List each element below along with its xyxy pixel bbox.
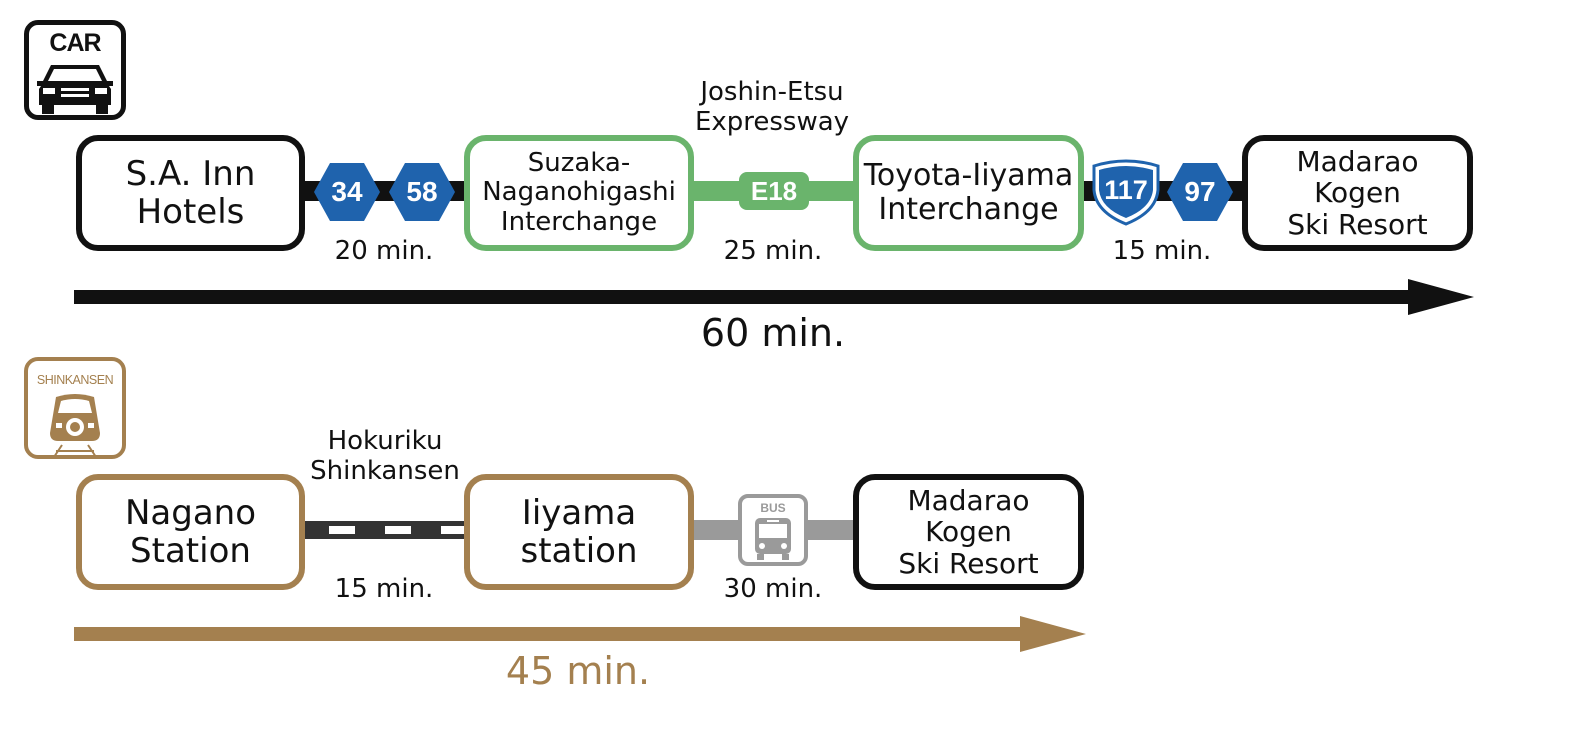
shinkansen-icon-badge: SHINKANSEN [24, 357, 126, 459]
car-time-1: 20 min. [334, 236, 434, 266]
shinkansen-total-arrow [74, 616, 1086, 652]
interchange-box-suzaka: Suzaka- Naganohigashi Interchange [464, 135, 694, 251]
start-box-sa-inn-hotels: S.A. Inn Hotels [76, 135, 305, 251]
route-shield-117-label: 117 [1104, 174, 1148, 205]
route-badge-97-label: 97 [1184, 176, 1216, 207]
destination-box-madarao-shinkansen: Madarao Kogen Ski Resort [853, 474, 1084, 590]
car-icon-badge: CAR [24, 20, 126, 120]
car-icon-label: CAR [49, 29, 101, 57]
bus-icon [755, 518, 791, 560]
start-box-nagano-station: Nagano Station [76, 474, 305, 590]
shinkansen-track [300, 521, 468, 539]
route-badge-34 [314, 163, 380, 221]
car-time-3: 15 min. [1112, 236, 1212, 266]
car-total-time: 60 min. [700, 311, 846, 355]
route-badge-97 [1167, 163, 1233, 221]
transfer-box-iiyama-station: Iiyama station [464, 474, 694, 590]
shinkansen-train-icon [50, 394, 100, 458]
route-badge-34-label: 34 [331, 176, 363, 207]
route-badge-58-label: 58 [406, 176, 438, 207]
shinkansen-time-1: 15 min. [334, 574, 434, 604]
shinkansen-total-time: 45 min. [505, 649, 651, 693]
route-badge-58 [389, 163, 455, 221]
car-icon [37, 65, 113, 114]
shinkansen-icon-label: SHINKANSEN [36, 373, 114, 387]
shinkansen-line-name: Hokuriku Shinkansen [310, 426, 460, 486]
car-time-2: 25 min. [723, 236, 823, 266]
expressway-name: Joshin-Etsu Expressway [694, 77, 850, 137]
route-shield-117 [1092, 159, 1160, 226]
car-total-arrow [74, 279, 1474, 315]
expressway-badge-e18: E18 [739, 172, 809, 210]
destination-box-madarao-car: Madarao Kogen Ski Resort [1242, 135, 1473, 251]
bus-icon-label: BUS [760, 501, 786, 515]
shinkansen-time-2: 30 min. [723, 574, 823, 604]
interchange-box-toyota-iiyama: Toyota-Iiyama Interchange [853, 135, 1084, 251]
bus-icon-badge: BUS [738, 494, 808, 566]
